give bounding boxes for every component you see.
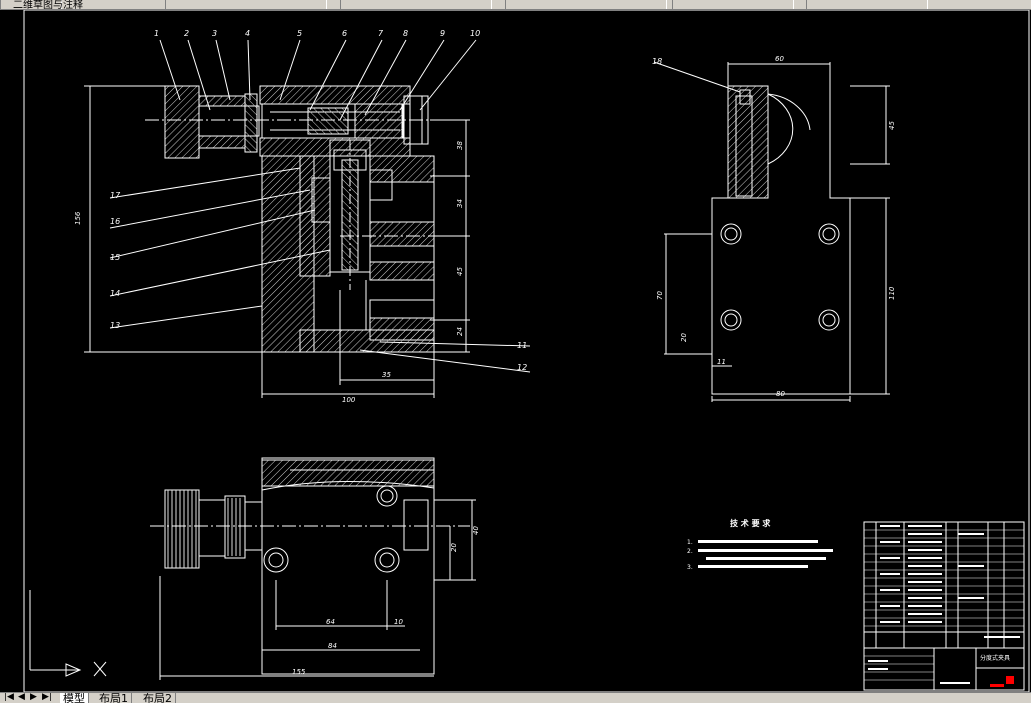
- technical-notes: [698, 540, 833, 568]
- dim-front-h1: 35: [382, 371, 391, 379]
- side-view-holes: [720, 223, 840, 331]
- notes-item-2: 2.: [687, 548, 693, 555]
- layout-tabs: |◀ ◀ ▶ ▶| 模型 布局1 布局2: [0, 692, 1031, 703]
- tab-nav-last-icon[interactable]: ▶|: [42, 692, 52, 702]
- dim-front-v2: 34: [456, 199, 464, 208]
- front-leaders: [109, 39, 531, 373]
- notes-text: 技 术 要 求 1. 2. 3.: [687, 518, 771, 571]
- toolbar: 二维草图与注释: [0, 0, 1031, 10]
- tab-model[interactable]: 模型: [60, 693, 89, 703]
- dim-top-84: 84: [328, 642, 337, 650]
- lineweight-dropdown[interactable]: [672, 0, 794, 9]
- notes-item-3: 3.: [687, 564, 693, 571]
- workspace-label: 二维草图与注释: [13, 0, 83, 10]
- tab-nav-first-icon[interactable]: |◀: [4, 692, 14, 702]
- dim-top-20: 20: [450, 543, 458, 552]
- layer-dropdown[interactable]: [165, 0, 327, 9]
- callout-1: 1: [154, 29, 159, 38]
- linetype-dropdown[interactable]: [505, 0, 667, 9]
- callout-14: 14: [110, 289, 120, 298]
- dim-side-80: 80: [776, 390, 785, 398]
- tab-nav-next-icon[interactable]: ▶: [30, 692, 37, 702]
- cad-drawing: 1 2 3 4 5 6 7 8 9 10 11 12 13 14 15 16 1…: [23, 9, 1030, 693]
- red-mark: [1006, 676, 1014, 684]
- title-block-rows: [864, 529, 1024, 681]
- callout-12: 12: [517, 363, 527, 372]
- callout-16: 16: [110, 217, 120, 226]
- callout-8: 8: [403, 29, 408, 38]
- tab-nav-prev-icon[interactable]: ◀: [18, 692, 25, 702]
- notes-item-1: 1.: [687, 539, 693, 546]
- dim-side-70: 70: [656, 291, 664, 300]
- workspace-selector[interactable]: 二维草图与注释: [0, 0, 83, 9]
- side-view: [653, 61, 890, 402]
- callout-13: 13: [110, 321, 120, 330]
- callout-5: 5: [297, 29, 302, 38]
- dim-side-11: 11: [717, 358, 726, 366]
- top-view: [150, 457, 476, 680]
- drawing-name: 分度式夹具: [980, 654, 1010, 662]
- dim-front-v3: 45: [456, 267, 464, 276]
- tab-layout2[interactable]: 布局2: [140, 693, 176, 703]
- plotstyle-dropdown[interactable]: [806, 0, 928, 9]
- drawing-canvas[interactable]: 1 2 3 4 5 6 7 8 9 10 11 12 13 14 15 16 1…: [0, 9, 1031, 693]
- notes-title: 技 术 要 求: [730, 518, 771, 528]
- dim-front-v1: 38: [456, 141, 464, 150]
- knob-section: [164, 85, 200, 159]
- callout-3: 3: [212, 29, 217, 38]
- dimension-texts: 156 38 34 45 24 35 100 60 45 110 70 20 1…: [74, 55, 896, 676]
- callout-7: 7: [378, 29, 384, 38]
- dim-side-20: 20: [680, 333, 688, 342]
- color-dropdown[interactable]: [340, 0, 492, 9]
- dim-front-h2: 100: [342, 396, 356, 404]
- callouts: 1 2 3 4 5 6 7 8 9 10 11 12 13 14 15 16 1…: [110, 29, 662, 372]
- callout-10: 10: [470, 29, 480, 38]
- dim-side-top: 60: [775, 55, 784, 63]
- dim-top-155: 155: [292, 668, 306, 676]
- front-view: [84, 85, 470, 398]
- dim-front-v4: 24: [456, 327, 464, 336]
- callout-18: 18: [652, 57, 662, 66]
- tab-layout1[interactable]: 布局1: [96, 693, 132, 703]
- ucs-icon: [29, 590, 107, 677]
- callout-9: 9: [440, 29, 445, 38]
- callout-2: 2: [184, 29, 189, 38]
- dim-top-40: 40: [472, 526, 480, 535]
- dim-top-10: 10: [394, 618, 403, 626]
- title-block-fills: [868, 525, 1020, 684]
- dim-side-45: 45: [888, 121, 896, 130]
- callout-15: 15: [110, 253, 120, 262]
- dim-front-total-height: 156: [74, 211, 82, 225]
- dim-side-110: 110: [888, 286, 896, 300]
- dim-top-64: 64: [326, 618, 335, 626]
- red-underline: [990, 684, 1004, 687]
- callout-11: 11: [517, 341, 527, 350]
- callout-4: 4: [245, 29, 250, 38]
- title-block: [863, 521, 1025, 691]
- callout-17: 17: [110, 191, 121, 200]
- callout-6: 6: [342, 29, 347, 38]
